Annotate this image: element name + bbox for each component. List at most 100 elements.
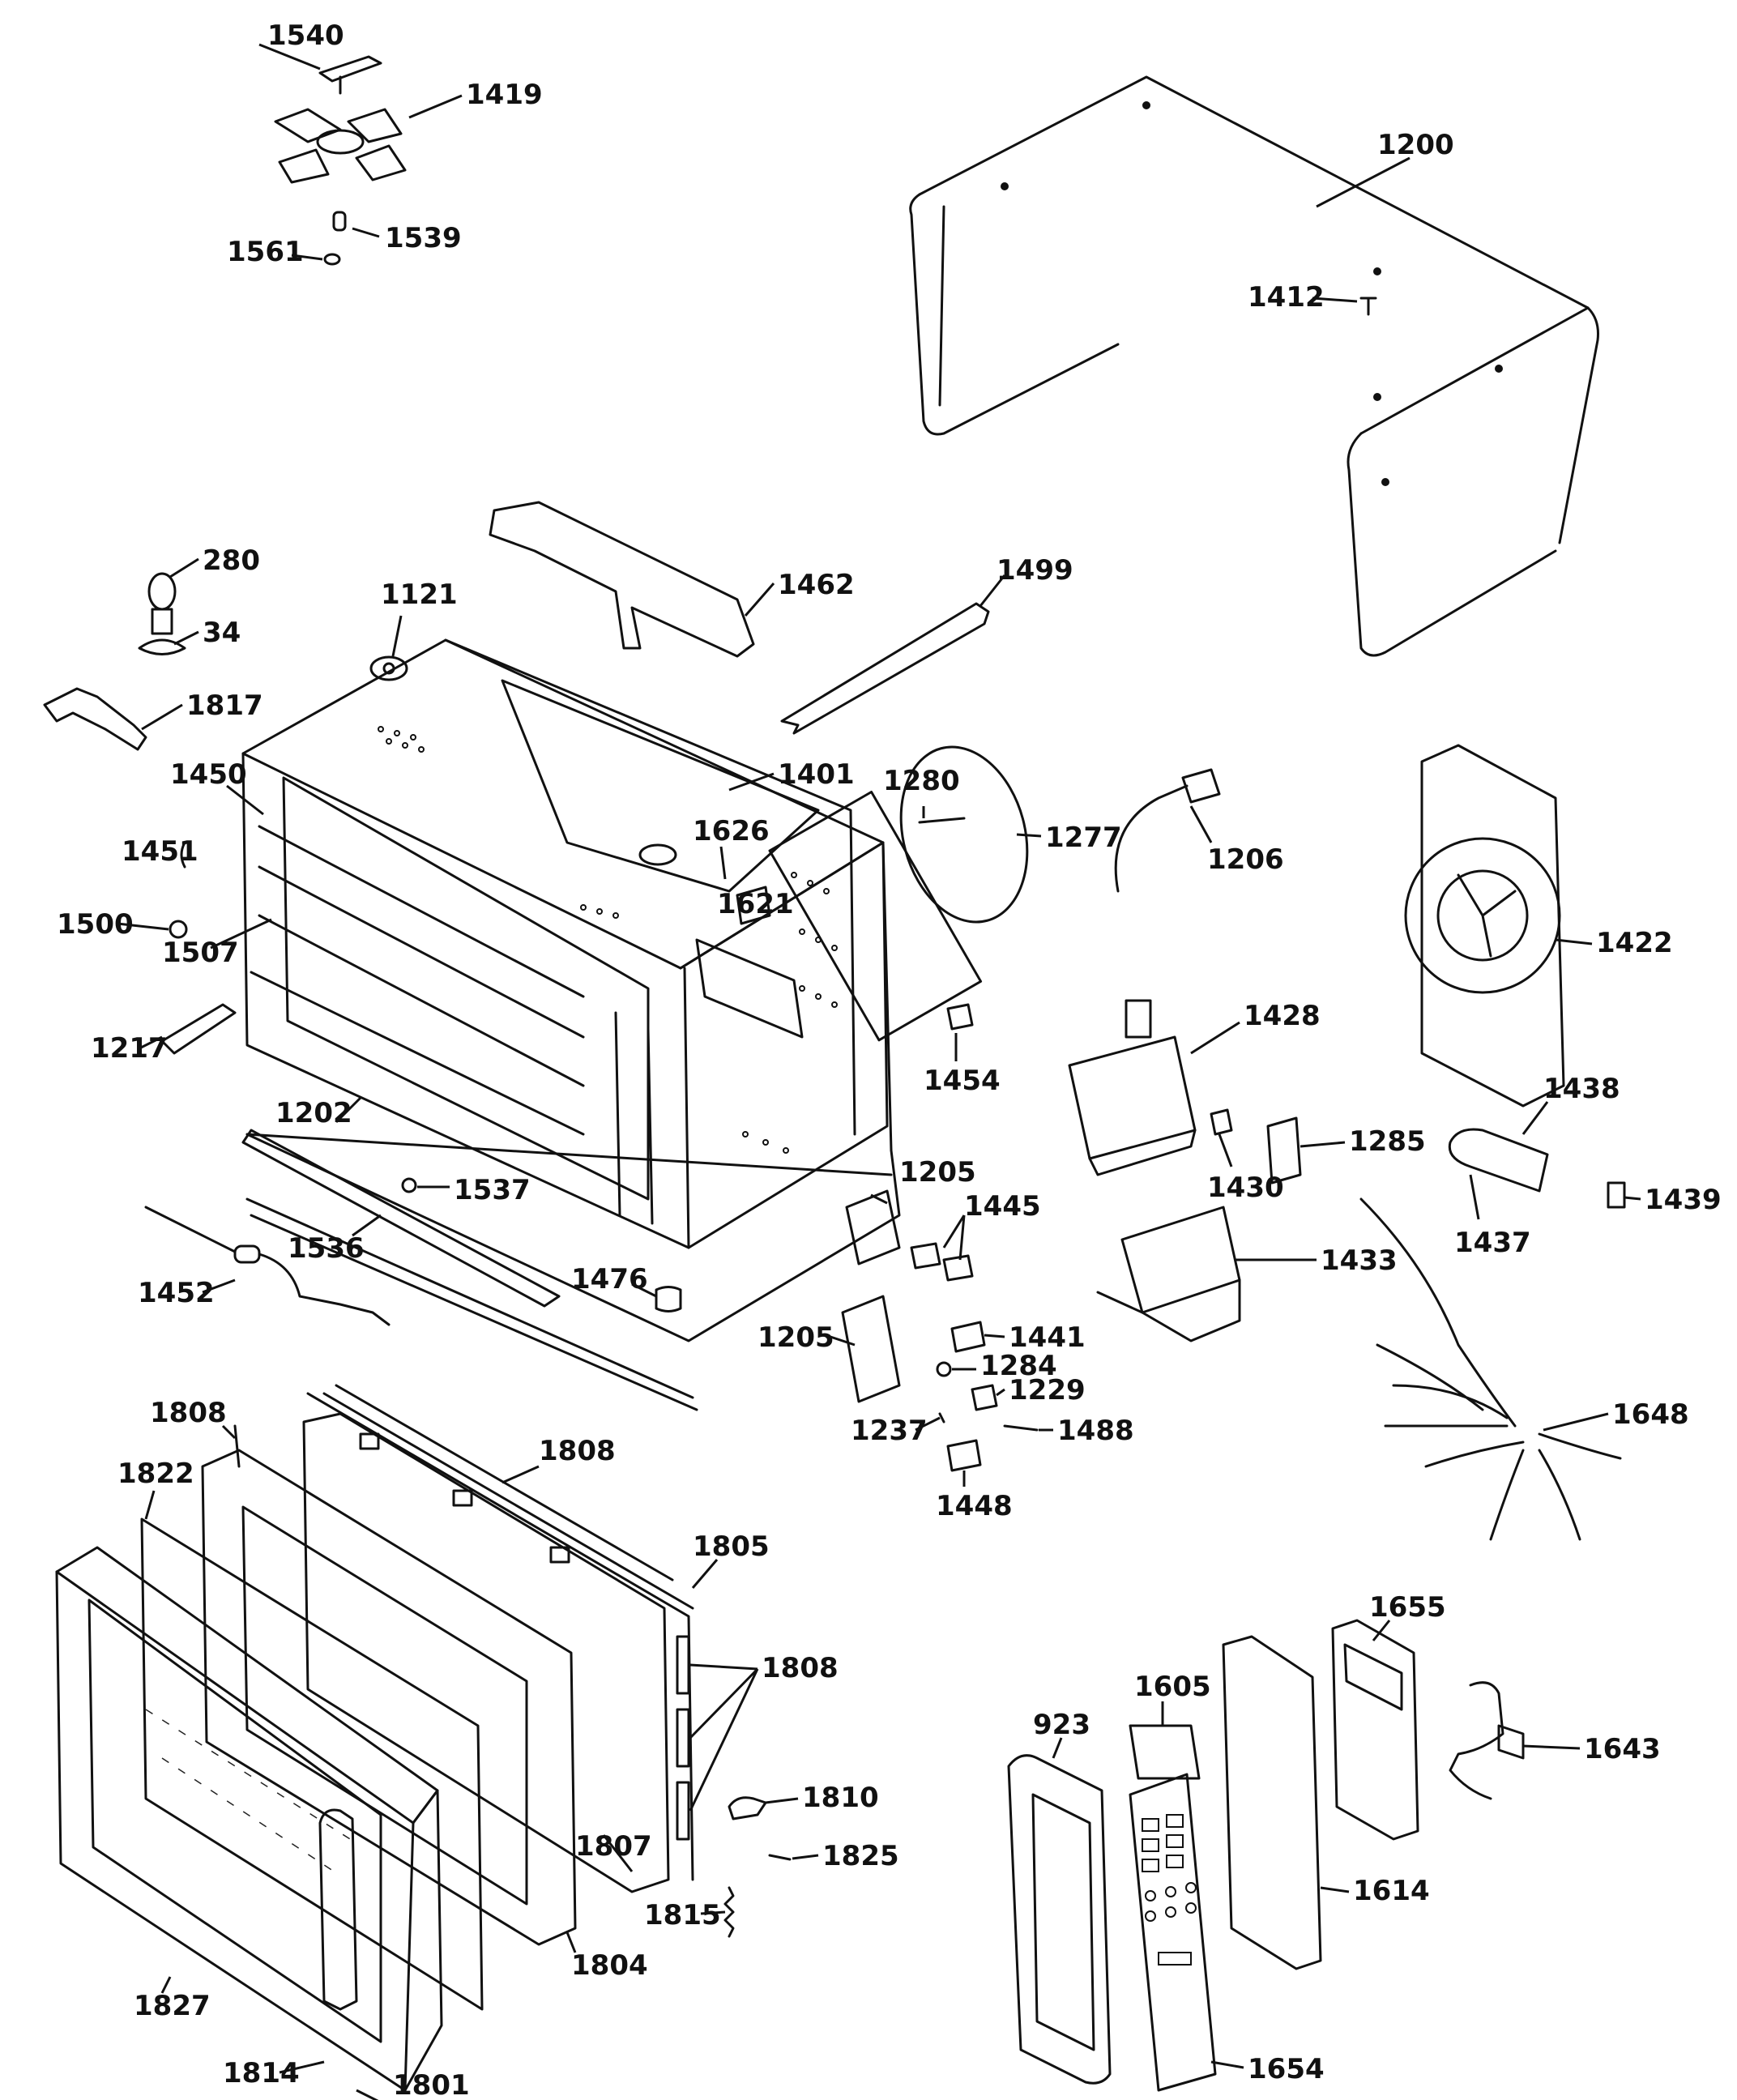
strap-1499 [780, 602, 990, 735]
label-1537: 1537 [454, 1174, 531, 1206]
label-1422: 1422 [1596, 927, 1673, 959]
label-1540: 1540 [267, 19, 344, 52]
label-1539: 1539 [385, 222, 462, 254]
label-1401: 1401 [778, 758, 855, 791]
label-1808-upper: 1808 [539, 1435, 616, 1467]
fuse-1121 [369, 655, 408, 681]
label-1430: 1430 [1207, 1172, 1284, 1204]
label-1822: 1822 [117, 1458, 194, 1490]
stud-1280 [918, 817, 966, 824]
latch-1810 [728, 1796, 767, 1820]
label-1237: 1237 [851, 1415, 928, 1447]
label-1808-top: 1808 [150, 1397, 227, 1429]
screw-1825 [768, 1854, 792, 1861]
label-1807: 1807 [575, 1830, 652, 1863]
label-1217: 1217 [91, 1032, 168, 1065]
harness-1643 [1449, 1681, 1525, 1800]
label-1605: 1605 [1134, 1671, 1211, 1703]
label-1655: 1655 [1369, 1591, 1446, 1624]
label-1648: 1648 [1612, 1398, 1689, 1431]
label-1284: 1284 [980, 1350, 1057, 1382]
label-1205-upper: 1205 [899, 1156, 976, 1189]
label-1804: 1804 [571, 1949, 648, 1982]
lever-1229 [971, 1384, 998, 1411]
label-1561: 1561 [227, 236, 304, 268]
grommet-1500 [169, 920, 188, 939]
label-1462: 1462 [778, 569, 855, 601]
thermostat-1430 [1210, 1108, 1233, 1136]
stirrer-assembly [274, 55, 407, 266]
switch-1441 [950, 1321, 986, 1353]
label-1419: 1419 [466, 79, 543, 111]
label-1621: 1621 [717, 888, 794, 920]
screw-1537 [401, 1177, 417, 1193]
control-panel-assembly [1007, 1619, 1419, 2092]
holder-1205-lower [841, 1295, 901, 1403]
spring-1815 [723, 1886, 735, 1938]
label-1643: 1643 [1584, 1733, 1661, 1765]
fan-motor-1422 [1404, 744, 1565, 1108]
holder-1205-upper [845, 1189, 901, 1266]
label-34: 34 [203, 617, 241, 649]
switch-1454 [946, 1003, 974, 1031]
power-cord-1206 [1114, 768, 1221, 893]
label-1280: 1280 [883, 765, 960, 797]
plate-1277 [899, 745, 1029, 924]
outer-case-1200 [909, 75, 1599, 657]
label-923: 923 [1033, 1709, 1090, 1741]
label-1500: 1500 [57, 908, 134, 941]
label-1428: 1428 [1244, 1000, 1321, 1032]
clip-1451 [180, 841, 186, 869]
label-1202: 1202 [275, 1097, 352, 1129]
rectifier-1439 [1607, 1181, 1626, 1209]
label-1206: 1206 [1207, 843, 1284, 876]
label-1433: 1433 [1321, 1244, 1398, 1277]
label-1654: 1654 [1248, 2053, 1325, 2085]
screw-1488 [1003, 1424, 1039, 1432]
label-1476: 1476 [571, 1263, 648, 1295]
leader-lines [117, 43, 1641, 2100]
label-1805: 1805 [693, 1530, 770, 1563]
lamp-socket [138, 572, 186, 655]
label-1438: 1438 [1543, 1073, 1620, 1105]
spring-1237 [938, 1412, 945, 1423]
switch-1445 [910, 1242, 974, 1282]
bracket-1285 [1266, 1116, 1302, 1184]
foot-1476 [655, 1286, 682, 1312]
label-1451: 1451 [122, 835, 198, 868]
label-1452: 1452 [138, 1277, 215, 1309]
label-1488: 1488 [1057, 1415, 1134, 1447]
label-1200: 1200 [1377, 129, 1454, 161]
strip-1536 [241, 1129, 561, 1308]
label-1827: 1827 [134, 1990, 211, 2022]
label-1815: 1815 [644, 1899, 721, 1931]
label-1205-lower: 1205 [758, 1321, 834, 1354]
label-1536: 1536 [288, 1232, 365, 1265]
label-1814: 1814 [223, 2057, 300, 2089]
label-1412: 1412 [1248, 281, 1325, 314]
label-1808-side: 1808 [762, 1652, 839, 1684]
label-1437: 1437 [1454, 1227, 1531, 1259]
magnetron-1428 [1068, 999, 1197, 1176]
label-1277: 1277 [1045, 822, 1122, 854]
label-1285: 1285 [1349, 1125, 1426, 1158]
wire-harness-1648 [1359, 1197, 1622, 1541]
label-1229: 1229 [1009, 1374, 1086, 1406]
bracket-1817 [43, 687, 147, 751]
bracket-1217 [160, 1003, 237, 1055]
label-1817: 1817 [186, 689, 263, 722]
part-labels: 1540 1419 1539 1561 1200 1412 280 34 112… [57, 19, 1722, 2100]
capacitor-1438 [1448, 1128, 1549, 1193]
label-1825: 1825 [822, 1840, 899, 1872]
label-1454: 1454 [924, 1065, 1001, 1097]
label-1626: 1626 [693, 815, 770, 847]
label-280: 280 [203, 544, 260, 577]
label-1441: 1441 [1009, 1321, 1086, 1354]
nut-1284 [936, 1361, 952, 1377]
transformer-1433 [1096, 1206, 1241, 1342]
duct-1462 [489, 501, 755, 658]
label-1614: 1614 [1353, 1875, 1430, 1907]
label-1507: 1507 [162, 937, 239, 969]
label-1801: 1801 [393, 2069, 470, 2100]
